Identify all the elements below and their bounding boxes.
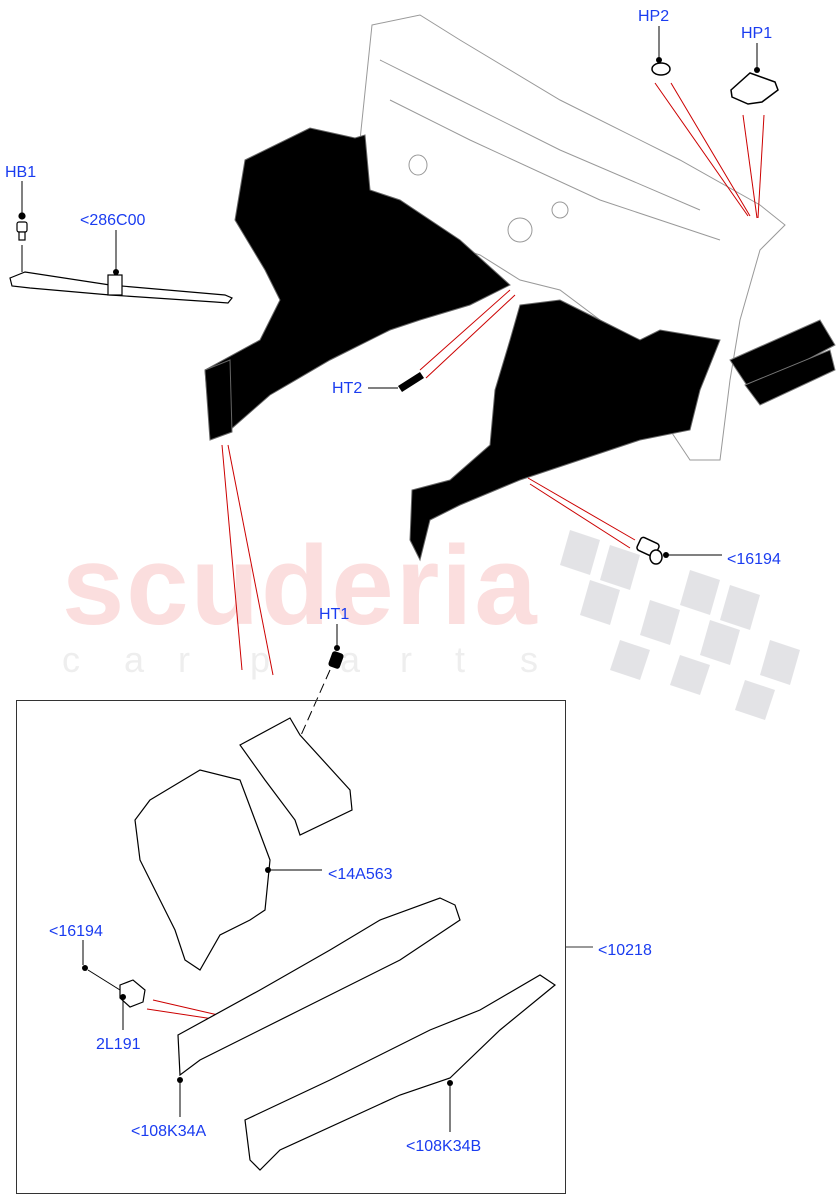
callout-16194-lower[interactable]: <16194 <box>49 923 103 940</box>
callout-286c00[interactable]: <286C00 <box>80 212 146 229</box>
callout-2l191[interactable]: 2L191 <box>96 1036 141 1053</box>
watermark-letter: r <box>178 639 190 680</box>
callout-108k34a[interactable]: <108K34A <box>131 1123 207 1140</box>
watermark-letter: c <box>62 639 80 680</box>
left-apron-black <box>204 127 511 441</box>
callout-ht1[interactable]: HT1 <box>319 606 350 623</box>
callout-hp1[interactable]: HP1 <box>741 25 773 42</box>
callout-ht2[interactable]: HT2 <box>332 380 363 397</box>
watermark-letter: p <box>250 639 271 680</box>
callout-16194-upper[interactable]: <16194 <box>727 551 781 568</box>
crossmember-part <box>9 271 233 304</box>
watermark-letter: a <box>124 639 145 680</box>
hb1-bolt <box>16 212 28 241</box>
watermark-letter: s <box>520 639 538 680</box>
watermark-letter: r <box>400 639 412 680</box>
watermark-letter: a <box>340 639 361 680</box>
callout-hp2[interactable]: HP2 <box>638 8 670 25</box>
watermark-brand: scuderia <box>62 523 539 648</box>
parts-group-box <box>16 700 566 1194</box>
clip-nut-upper <box>636 536 663 565</box>
callout-14a563[interactable]: <14A563 <box>328 866 393 883</box>
ht2-stud <box>398 372 424 392</box>
callout-hb1[interactable]: HB1 <box>5 164 37 181</box>
rear-rail-stub <box>729 319 836 406</box>
right-apron-black <box>409 299 721 562</box>
watermark-letter: t <box>455 639 466 680</box>
callout-108k34b[interactable]: <108K34B <box>406 1138 482 1155</box>
callout-10218[interactable]: <10218 <box>598 942 652 959</box>
